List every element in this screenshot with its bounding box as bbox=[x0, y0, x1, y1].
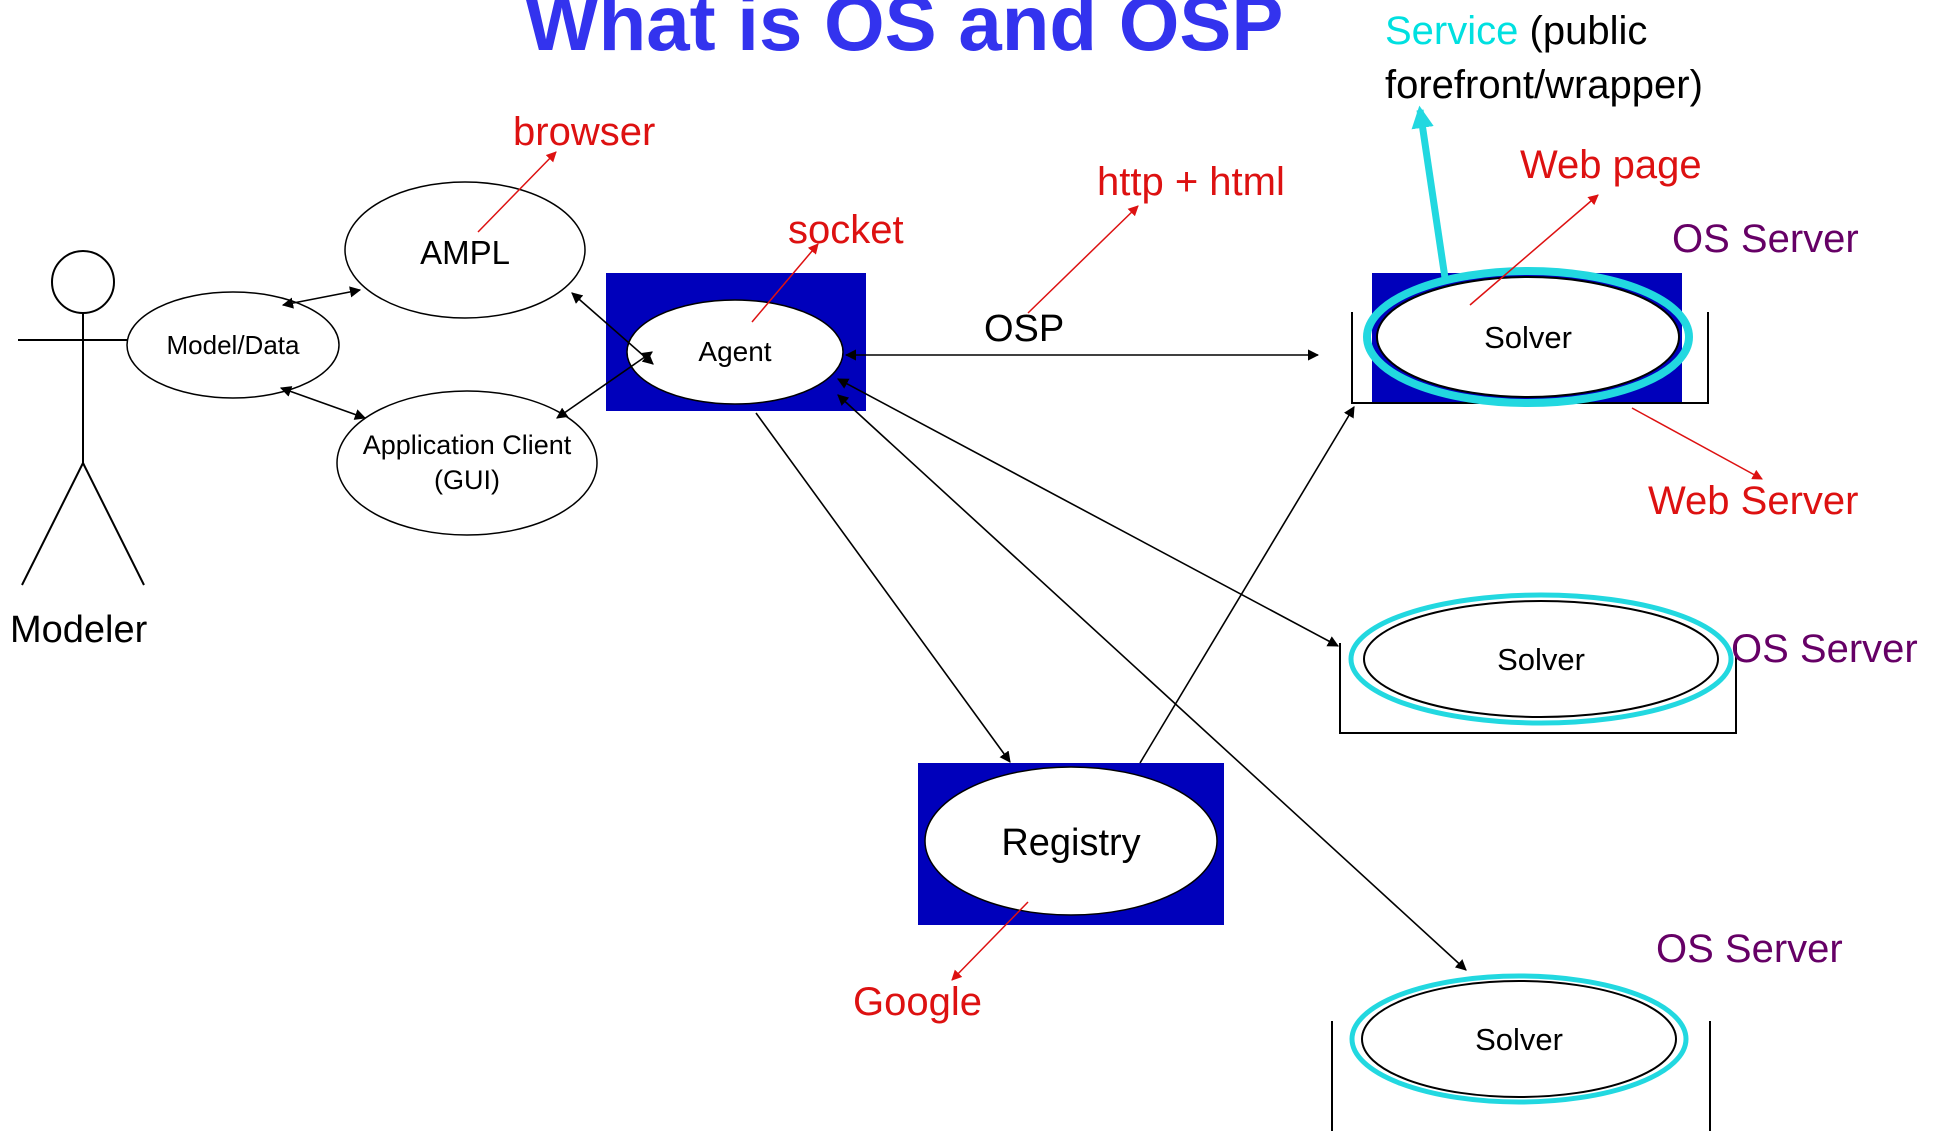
http-html-label: http + html bbox=[1097, 160, 1285, 204]
agent-label: Agent bbox=[698, 336, 771, 367]
arrow-agent-registry bbox=[755, 412, 1011, 763]
ampl-label: AMPL bbox=[420, 234, 510, 271]
os-server-top: Solver bbox=[1351, 267, 1709, 407]
annotation-arrow-http bbox=[1027, 205, 1139, 314]
google-label: Google bbox=[853, 980, 982, 1024]
server-tray-bottom bbox=[1331, 1021, 1711, 1131]
registry-label: Registry bbox=[1001, 822, 1140, 864]
solver-middle-label: Solver bbox=[1497, 642, 1585, 677]
annotation-arrow-webserver bbox=[1631, 407, 1763, 480]
arrow-registry-solver-top bbox=[1139, 406, 1355, 764]
arrow-agent-solver-bottom bbox=[837, 394, 1467, 971]
annotation-arrow-socket bbox=[751, 243, 819, 323]
model-data-label: Model/Data bbox=[167, 330, 300, 360]
os-server-middle: Solver bbox=[1339, 592, 1737, 734]
modeler-label: Modeler bbox=[10, 609, 148, 651]
application-client-sublabel: (GUI) bbox=[434, 465, 500, 495]
solver-bottom-node bbox=[1361, 980, 1677, 1098]
application-client-label: Application Client bbox=[363, 430, 572, 460]
service-label: Service bbox=[1385, 9, 1518, 53]
arrow-agent-solver-middle bbox=[837, 378, 1339, 647]
socket-label: socket bbox=[788, 208, 904, 252]
model-data-node bbox=[126, 291, 340, 399]
arrow-modeldata-appclient bbox=[279, 386, 367, 420]
solver-top-node bbox=[1376, 276, 1680, 398]
osp-label: OSP bbox=[984, 308, 1064, 350]
solver-bottom-label: Solver bbox=[1475, 1022, 1563, 1057]
service-note: Service (public bbox=[1385, 9, 1647, 53]
annotation-arrow-webpage bbox=[1469, 194, 1599, 306]
arrow-modeldata-ampl bbox=[281, 286, 362, 309]
service-ring-top bbox=[1363, 267, 1693, 407]
annotation-arrow-browser bbox=[477, 151, 557, 233]
modeler-actor bbox=[18, 250, 150, 586]
arrow-appclient-agent bbox=[556, 351, 653, 419]
service-ring-bottom bbox=[1349, 973, 1689, 1105]
service-wrapper-label: forefront/wrapper) bbox=[1385, 63, 1703, 107]
os-server-top-label: OS Server bbox=[1672, 217, 1859, 261]
annotation-arrow-google bbox=[951, 901, 1029, 981]
service-public-label: (public bbox=[1530, 9, 1648, 53]
web-server-label: Web Server bbox=[1648, 479, 1858, 523]
os-server-bottom: Solver bbox=[1331, 973, 1711, 1131]
browser-label: browser bbox=[513, 110, 655, 154]
annotation-arrows bbox=[477, 151, 1763, 981]
page-title: What is OS and OSP bbox=[525, 0, 1283, 67]
os-server-middle-label: OS Server bbox=[1731, 627, 1918, 671]
solver-top-label: Solver bbox=[1484, 320, 1572, 355]
connector-arrows bbox=[279, 286, 1467, 971]
application-client-node bbox=[336, 390, 598, 536]
ampl-node bbox=[344, 181, 586, 319]
service-pointer-arrow bbox=[1411, 105, 1449, 279]
os-server-bottom-label: OS Server bbox=[1656, 927, 1843, 971]
web-page-label: Web page bbox=[1520, 143, 1702, 187]
